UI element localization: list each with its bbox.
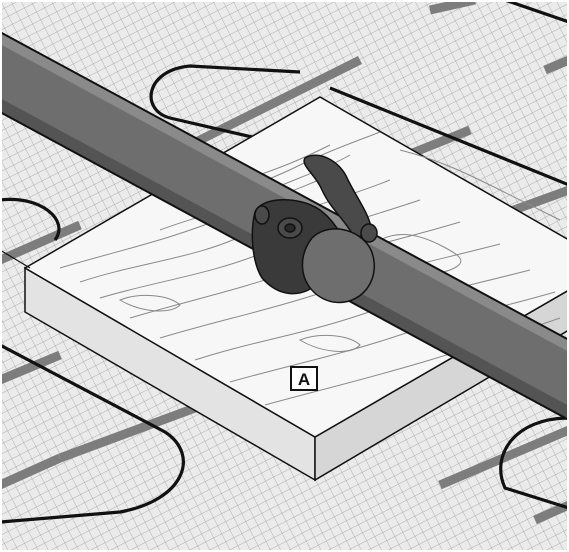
callout-label: A: [298, 370, 310, 389]
heating-cable: [2, 2, 567, 524]
callout-a: A: [290, 366, 318, 391]
pipe-clamp-icon: [251, 154, 378, 304]
